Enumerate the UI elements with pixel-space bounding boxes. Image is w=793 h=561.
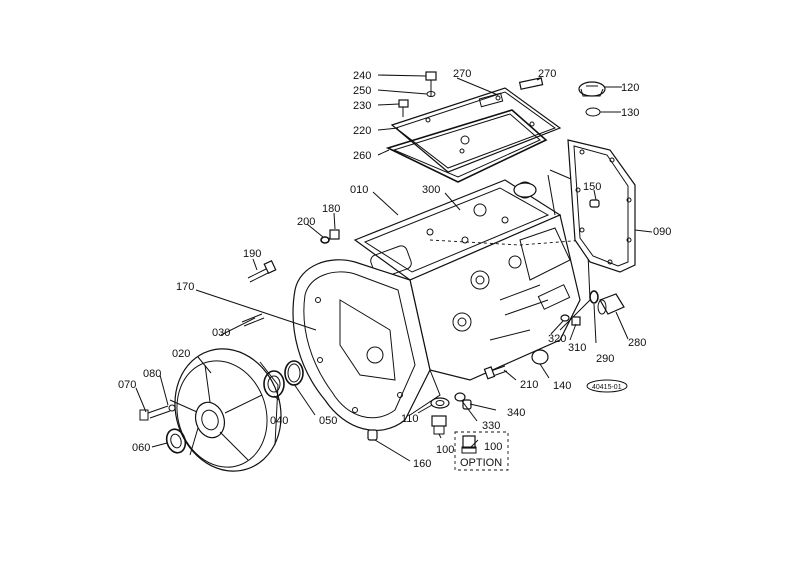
callout-330: 330 [482,420,500,432]
seal-060 [165,428,187,454]
bolt-210 [483,365,508,380]
callout-200: 200 [297,216,315,228]
bolt-320 [560,314,570,322]
plug-160 [367,429,378,441]
callout-030: 030 [212,327,230,339]
callout-150: 150 [583,181,601,193]
callout-270-a: 270 [453,68,471,80]
callout-270-b: 270 [538,68,556,80]
callout-250: 250 [353,85,371,97]
callout-060: 060 [132,442,150,454]
callout-340: 340 [507,407,525,419]
callout-120: 120 [621,82,639,94]
callout-320: 320 [548,333,566,345]
callout-240: 240 [353,70,371,82]
leader-lines [135,74,653,462]
washer-130 [585,107,601,117]
cap-140 [531,349,549,365]
callout-170: 170 [176,281,194,293]
stud-190 [247,259,277,283]
callout-290: 290 [596,353,614,365]
callout-300: 300 [422,184,440,196]
gasket-260 [385,109,548,183]
plug-110 [430,397,450,409]
callout-140: 140 [553,380,571,392]
callout-160: 160 [413,458,431,470]
stud-170 [241,313,265,327]
bolt-230 [398,99,409,117]
callout-labels: 240 250 230 220 260 270 270 120 130 010 … [118,68,671,470]
plug-330 [454,392,466,402]
transmission-case-010 [292,169,591,431]
option-label: OPTION [460,457,502,469]
gear-300 [513,182,537,198]
drawing-code: 40415-01 [592,384,622,391]
top-cover-220 [390,87,562,173]
callout-190: 190 [243,248,261,260]
front-cover-020 [169,348,282,472]
option-plug-100 [461,435,477,454]
drawing-code-stamp: 40415-01 [586,379,628,393]
ring-050 [284,360,304,386]
plug-100 [431,415,447,435]
callout-130: 130 [621,107,639,119]
side-cover-090 [567,139,636,273]
callout-230: 230 [353,100,371,112]
callout-260: 260 [353,150,371,162]
plate-270 [518,77,544,90]
callout-070: 070 [118,379,136,391]
plug-120 [578,81,606,97]
callout-180: 180 [322,203,340,215]
washer-200 [320,236,330,244]
callout-050: 050 [319,415,337,427]
callout-010: 010 [350,184,368,196]
callout-280: 280 [628,337,646,349]
callout-080: 080 [143,368,161,380]
ring-290 [589,290,599,304]
callout-090: 090 [653,226,671,238]
callout-110: 110 [401,413,419,425]
bolts-070-080 [139,404,176,421]
bolt-310 [571,316,581,326]
callout-210: 210 [520,379,538,391]
callout-020: 020 [172,348,190,360]
plug-150 [589,199,600,208]
callout-040: 040 [270,415,288,427]
option-box: OPTION [454,431,509,471]
callout-100-a: 100 [436,444,454,456]
nipple-180 [329,229,340,240]
callout-310: 310 [568,342,586,354]
seal-040 [263,370,285,398]
plug-280 [597,293,625,315]
callout-220: 220 [353,125,371,137]
callout-100-b: 100 [484,441,502,453]
